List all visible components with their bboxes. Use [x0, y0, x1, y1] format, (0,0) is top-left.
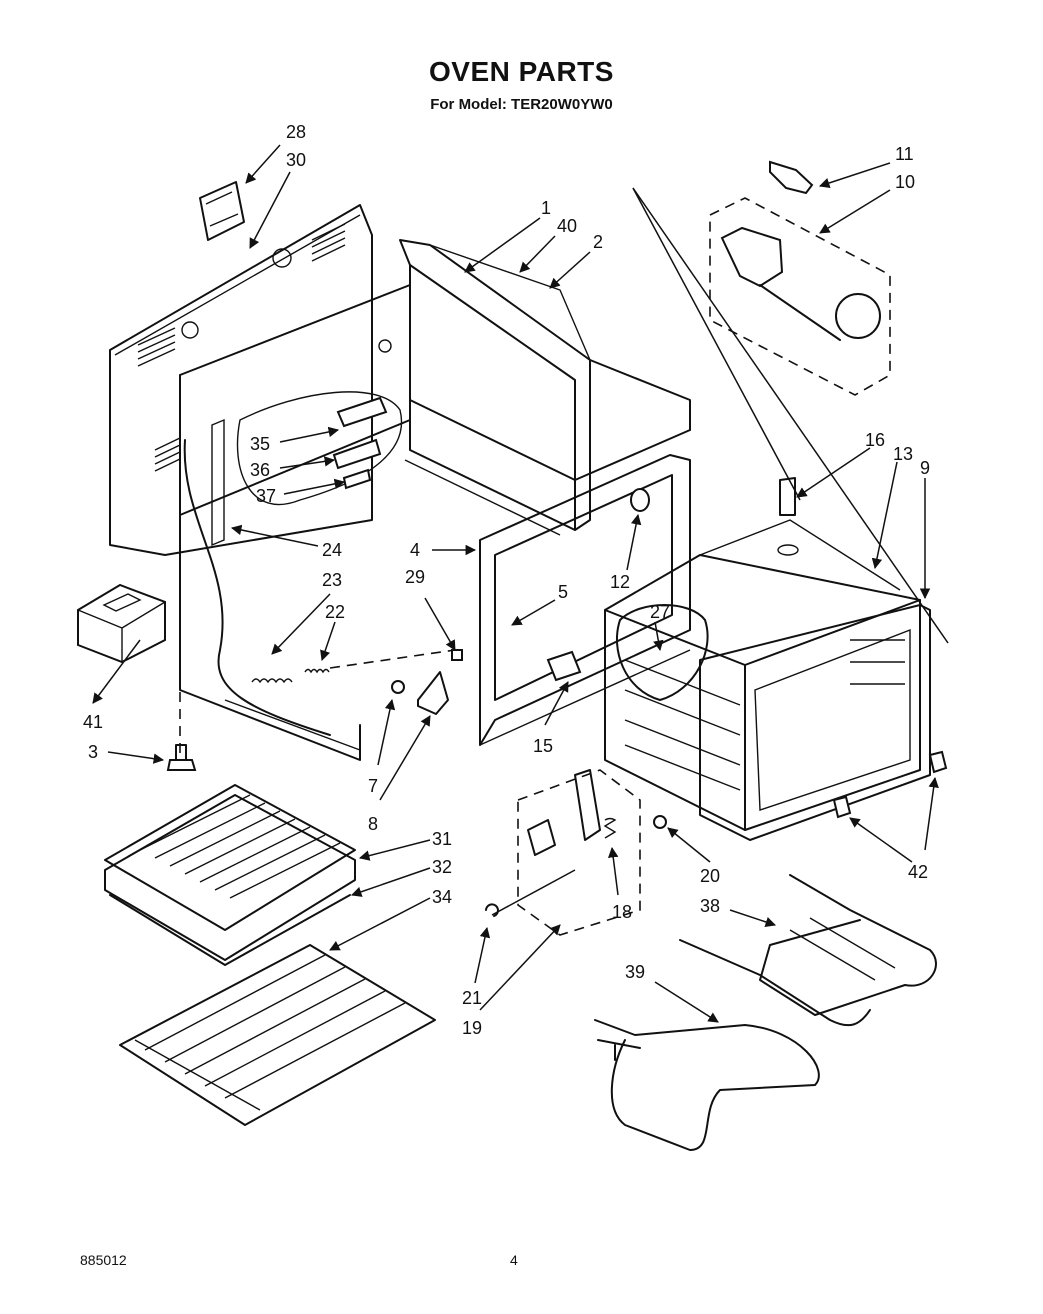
bake-element-part	[679, 874, 937, 1027]
callout-20: 20	[700, 866, 720, 886]
callout-10: 10	[895, 172, 915, 192]
callout-3: 3	[88, 742, 98, 762]
switch-bracket-part	[332, 396, 388, 490]
side-panel-part	[179, 284, 411, 761]
callout-23: 23	[322, 570, 342, 590]
callout-29: 29	[405, 567, 425, 587]
callout-12: 12	[610, 572, 630, 592]
page-title: OVEN PARTS	[429, 56, 614, 87]
callout-32: 32	[432, 857, 452, 877]
rack-clip-part	[832, 750, 948, 819]
callout-38: 38	[700, 896, 720, 916]
callout-7: 7	[368, 776, 378, 796]
callout-9: 9	[920, 458, 930, 478]
callout-31: 31	[432, 829, 452, 849]
document-number: 885012	[80, 1252, 127, 1268]
oven-liner-part	[604, 477, 931, 841]
callout-5: 5	[558, 582, 568, 602]
callout-16: 16	[865, 430, 885, 450]
leader-lines	[92, 144, 949, 1023]
model-subtitle: For Model: TER20W0YW0	[430, 96, 613, 113]
callout-18: 18	[612, 902, 632, 922]
callout-labels: 28 30 1 40 2 11 10 16 13 9 35 36 37 24 4…	[83, 122, 930, 1038]
callout-40: 40	[557, 216, 577, 236]
callout-19: 19	[462, 1018, 482, 1038]
rear-panel-part	[109, 204, 392, 556]
callout-39: 39	[625, 962, 645, 982]
plug-button-part	[630, 488, 650, 512]
callout-36: 36	[250, 460, 270, 480]
callout-41: 41	[83, 712, 103, 732]
hinge-hardware-parts	[391, 649, 463, 715]
callout-1: 1	[541, 198, 551, 218]
callout-13: 13	[893, 444, 913, 464]
callout-2: 2	[593, 232, 603, 252]
page-number: 4	[510, 1252, 518, 1268]
door-latch-assembly	[485, 769, 667, 936]
callout-21: 21	[462, 988, 482, 1008]
gasket-plate-part	[199, 181, 245, 241]
spring-parts	[251, 649, 456, 684]
leveling-leg-part	[166, 675, 197, 771]
callout-22: 22	[325, 602, 345, 622]
broiler-pan-part	[104, 784, 356, 966]
callout-4: 4	[410, 540, 420, 560]
callout-28: 28	[286, 122, 306, 142]
oven-light-assembly	[709, 160, 891, 396]
callout-15: 15	[533, 736, 553, 756]
oven-rack-part	[119, 944, 436, 1126]
callout-35: 35	[250, 434, 270, 454]
callout-37: 37	[256, 486, 276, 506]
callout-24: 24	[322, 540, 342, 560]
callout-8: 8	[368, 814, 378, 834]
broil-element-part	[594, 1019, 820, 1151]
control-box-part	[77, 583, 166, 664]
callout-11: 11	[895, 144, 914, 164]
callout-42: 42	[908, 862, 928, 882]
callout-27: 27	[650, 602, 670, 622]
front-frame-part	[479, 454, 691, 746]
bracket-part	[546, 650, 582, 682]
callout-30: 30	[286, 150, 306, 170]
callout-34: 34	[432, 887, 452, 907]
rear-panel-vents	[137, 223, 346, 472]
oven-frame-part	[399, 239, 691, 536]
